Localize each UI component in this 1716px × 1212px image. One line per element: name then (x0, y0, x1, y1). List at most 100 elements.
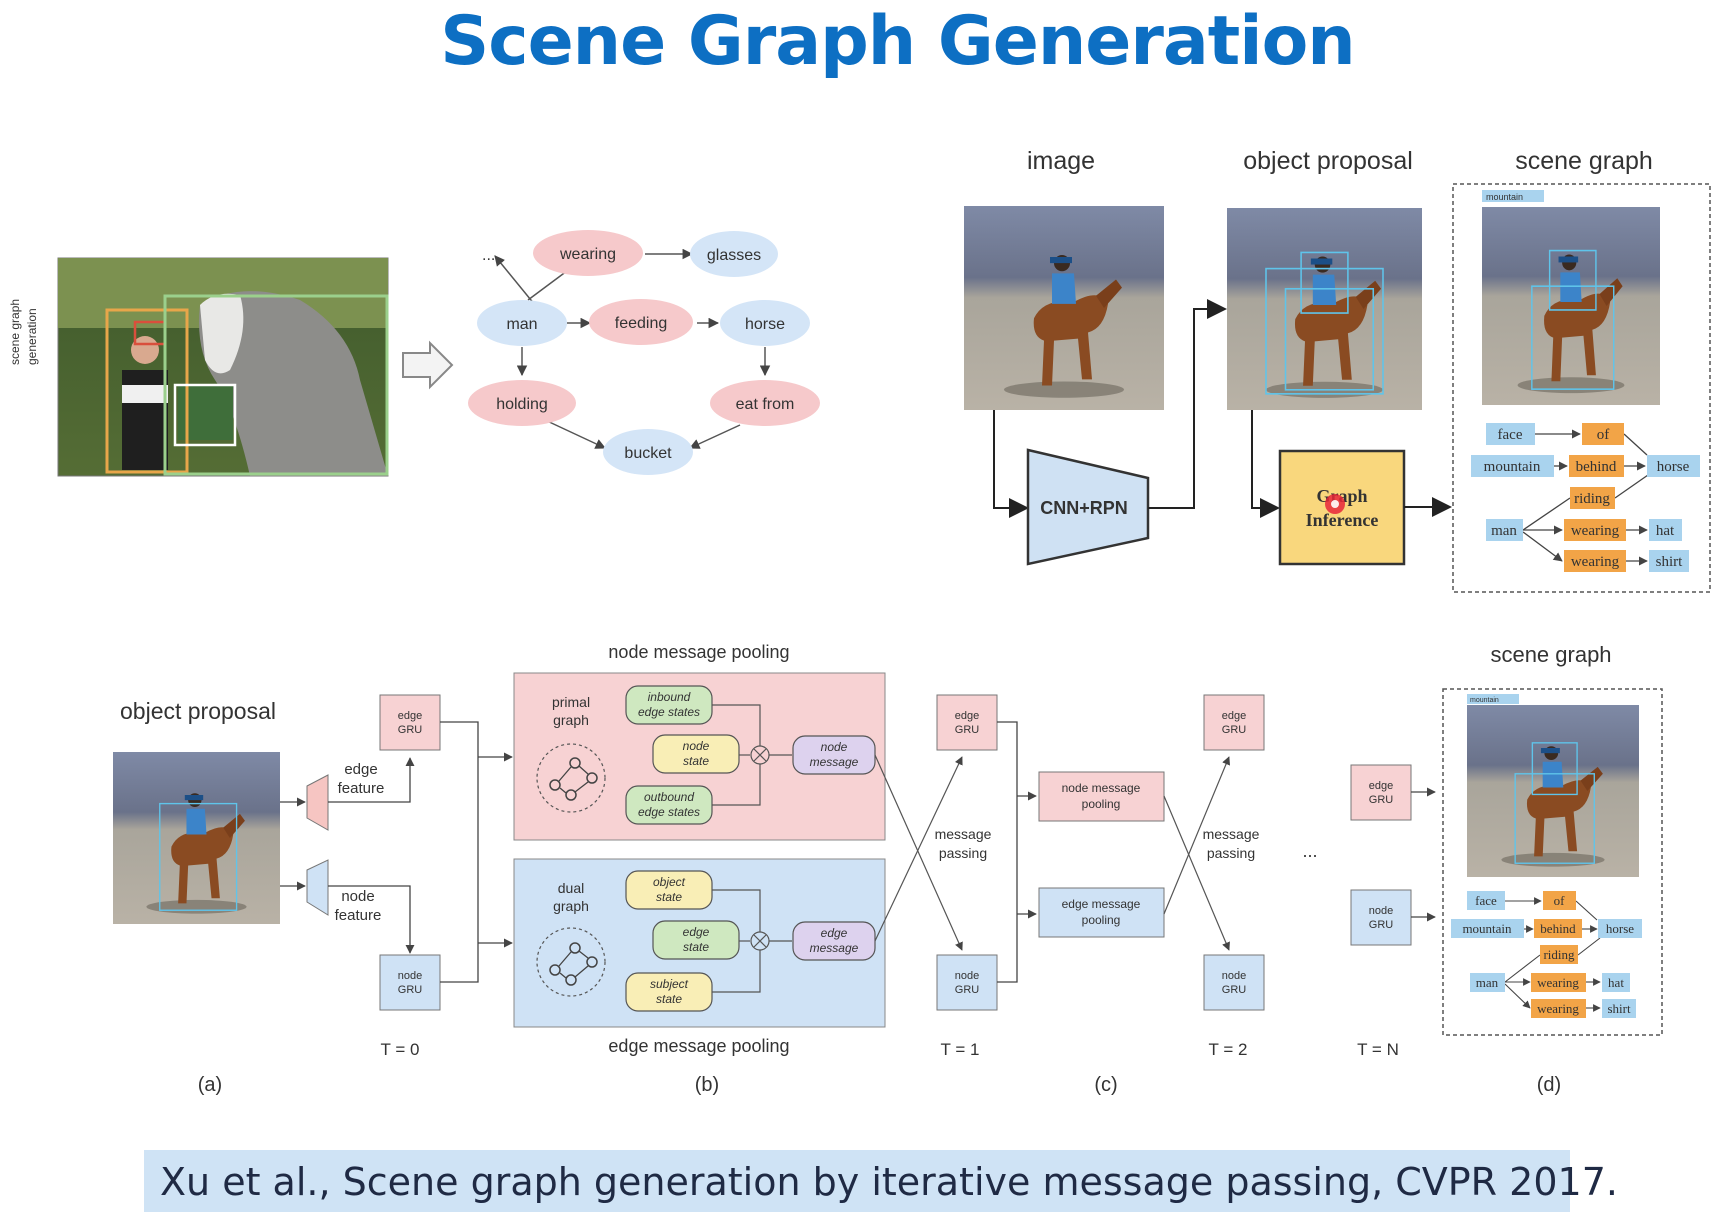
svg-text:edge message: edge message (1062, 897, 1141, 911)
svg-text:message: message (810, 755, 859, 769)
svg-text:mountain: mountain (1462, 921, 1512, 936)
svg-text:message: message (1203, 826, 1260, 842)
svg-text:edge: edge (1369, 780, 1393, 792)
svg-text:mountain: mountain (1484, 459, 1541, 475)
svg-text:state: state (656, 890, 682, 904)
svg-text:edge states: edge states (638, 705, 700, 719)
svg-text:wearing: wearing (1537, 975, 1579, 990)
side-label-line1: scene graph (8, 299, 22, 365)
edge-feature-extractor (306, 774, 329, 831)
svg-text:node message pooling: node message pooling (608, 642, 789, 662)
header-scene-graph: scene graph (1515, 147, 1653, 175)
svg-text:man: man (506, 316, 537, 333)
svg-text:T = N: T = N (1357, 1040, 1399, 1059)
teaser-graph: ... wearing glasses man feeding horse ho… (468, 230, 820, 475)
svg-text:graph: graph (553, 898, 589, 914)
svg-text:subject: subject (650, 977, 689, 991)
model-scene-graph-panel (1442, 688, 1663, 1036)
dual-graph-icon (536, 927, 606, 997)
svg-text:shirt: shirt (1656, 554, 1684, 570)
node-horse (720, 300, 810, 346)
scene-graph-panel (1452, 183, 1711, 593)
svg-text:of: of (1597, 427, 1610, 443)
svg-text:node: node (398, 970, 422, 982)
svg-text:hat: hat (1608, 975, 1624, 990)
svg-text:outbound: outbound (644, 790, 694, 804)
svg-text:wearing: wearing (1571, 523, 1620, 539)
svg-text:bucket: bucket (624, 445, 672, 462)
svg-text:object: object (653, 875, 686, 889)
svg-text:GRU: GRU (1222, 984, 1247, 996)
svg-text:state: state (683, 940, 709, 954)
svg-text:dual: dual (558, 880, 584, 896)
svg-text:horse: horse (745, 316, 785, 333)
svg-text:T = 0: T = 0 (381, 1040, 420, 1059)
model-ellipsis: ... (1302, 841, 1317, 861)
svg-text:man: man (1491, 523, 1517, 539)
node-man (477, 300, 567, 346)
svg-text:GRU: GRU (1222, 724, 1247, 736)
gru-blocks (379, 694, 1412, 1011)
svg-text:node: node (341, 888, 374, 905)
svg-text:glasses: glasses (707, 247, 761, 264)
teaser-photo (57, 257, 389, 477)
svg-text:hat: hat (1656, 523, 1675, 539)
slide-title: Scene Graph Generation (440, 2, 1355, 81)
svg-text:inbound: inbound (648, 690, 691, 704)
svg-text:edge: edge (1222, 710, 1246, 722)
svg-text:face: face (1498, 427, 1523, 443)
model-figure: object proposal edge feature node featur… (113, 642, 1663, 1096)
svg-text:edge: edge (344, 761, 377, 778)
svg-text:passing: passing (1207, 845, 1255, 861)
svg-text:pooling: pooling (1082, 797, 1121, 811)
header-image: image (1027, 147, 1095, 175)
svg-text:node: node (1222, 970, 1246, 982)
svg-text:shirt: shirt (1607, 1001, 1631, 1016)
cnn-rpn-block (1026, 448, 1150, 566)
svg-text:pooling: pooling (1082, 913, 1121, 927)
model-scene-graph: face of mountain behind horse riding man… (1451, 891, 1642, 1018)
svg-text:passing: passing (939, 845, 987, 861)
svg-text:man: man (1476, 975, 1499, 990)
node-wearing (533, 230, 643, 276)
svg-text:behind: behind (1540, 921, 1576, 936)
svg-text:of: of (1554, 893, 1566, 908)
svg-text:GRU: GRU (1369, 794, 1394, 806)
svg-text:node: node (955, 970, 979, 982)
svg-text:feeding: feeding (615, 315, 668, 332)
svg-text:state: state (656, 992, 682, 1006)
svg-text:edge: edge (398, 710, 422, 722)
svg-text:riding: riding (1543, 947, 1575, 962)
svg-text:GRU: GRU (1369, 919, 1394, 931)
model-input-image (113, 752, 280, 924)
svg-text:node message: node message (1062, 781, 1141, 795)
citation-text: Xu et al., Scene graph generation by ite… (160, 1160, 1618, 1204)
node-glasses (690, 231, 778, 277)
svg-text:edge: edge (821, 926, 848, 940)
model-scene-graph-label: scene graph (1490, 642, 1611, 667)
svg-text:node: node (683, 739, 710, 753)
pipeline-figure: image object proposal scene graph CNN+RP… (964, 147, 1711, 593)
svg-text:GRU: GRU (955, 724, 980, 736)
node-holding (468, 380, 576, 426)
panel-label-a: (a) (198, 1074, 222, 1096)
model-object-proposal-label: object proposal (120, 698, 276, 724)
svg-text:edge message pooling: edge message pooling (608, 1036, 789, 1056)
svg-text:riding: riding (1574, 491, 1610, 507)
svg-text:primal: primal (552, 694, 590, 710)
node-feature-extractor (306, 859, 329, 916)
svg-text:edge: edge (955, 710, 979, 722)
svg-text:GRU: GRU (955, 984, 980, 996)
pipeline-image (964, 206, 1164, 410)
svg-text:GRU: GRU (398, 724, 423, 736)
panel-label-d: (d) (1537, 1074, 1561, 1096)
teaser-ellipsis: ... (482, 247, 495, 264)
node-eat-from (710, 380, 820, 426)
teaser-figure: scene graph generation (8, 230, 820, 477)
svg-text:GRU: GRU (398, 984, 423, 996)
svg-text:message: message (935, 826, 992, 842)
svg-text:mountain: mountain (1486, 192, 1523, 202)
svg-text:message: message (810, 941, 859, 955)
svg-text:CNN+RPN: CNN+RPN (1040, 498, 1128, 518)
pipeline-proposal-image (1227, 208, 1422, 410)
